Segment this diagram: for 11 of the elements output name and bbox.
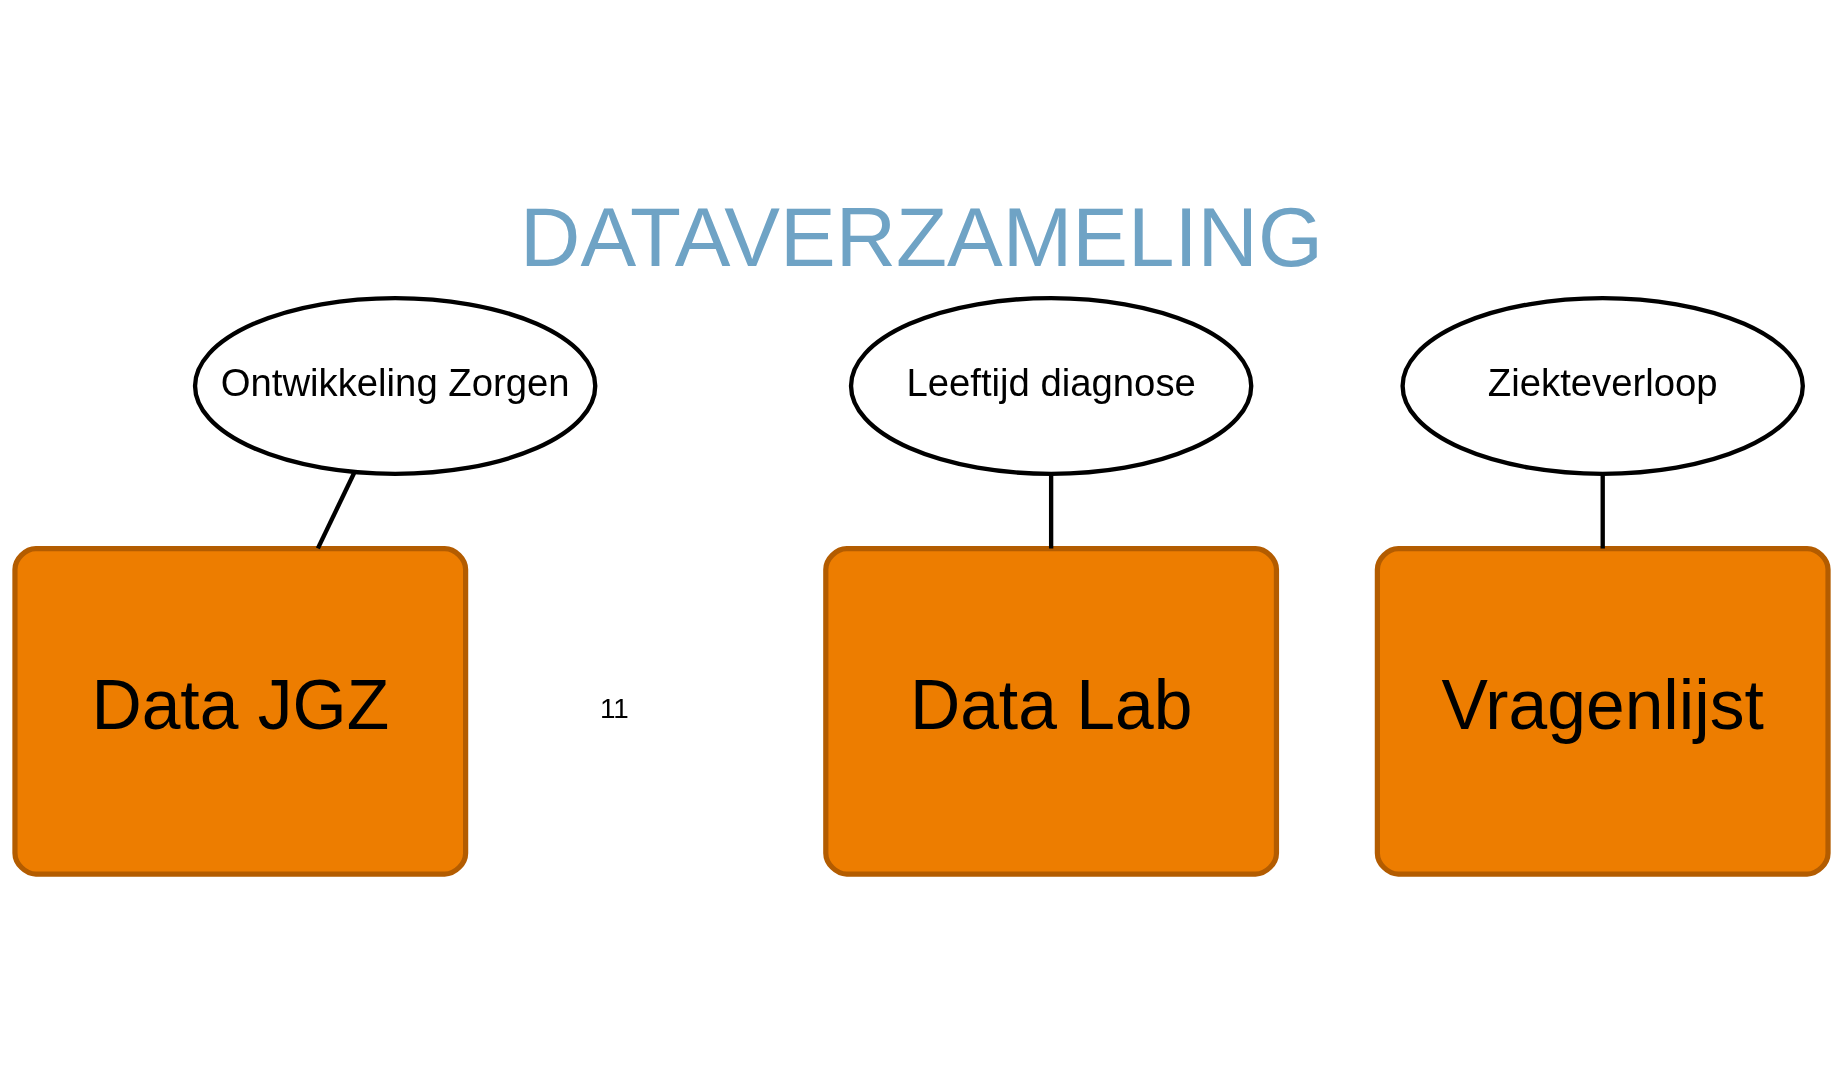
label: 11 [599,692,629,724]
node-box: Vragenlijst [1374,546,1831,877]
node-ellipse: Ziekteverloop [1400,295,1805,476]
connector [1600,474,1605,549]
node-ellipse: Leeftijd diagnose [848,295,1254,476]
node-ellipse: Ontwikkeling Zorgen [192,295,598,476]
node-box: Data Lab [823,546,1280,877]
node-box: Data JGZ [12,546,469,877]
connector [1048,474,1054,549]
connector [315,471,357,550]
diagram-title: DATAVERZAMELING [520,189,1323,284]
